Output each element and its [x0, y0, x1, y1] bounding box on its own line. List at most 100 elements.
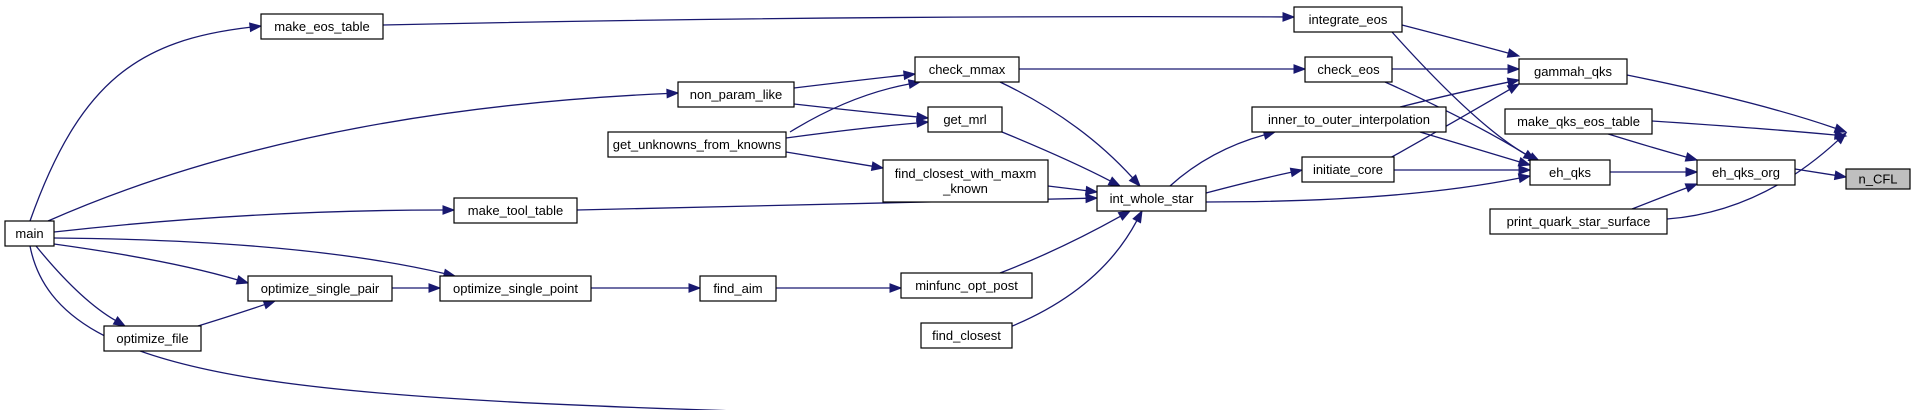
- node-label: optimize_file: [116, 331, 188, 346]
- edge-check_mmax-to-int_whole_star: [999, 81, 1141, 188]
- node-check-eos[interactable]: check_eos: [1304, 56, 1393, 83]
- arrowhead-icon: [1834, 132, 1848, 145]
- node-box: [1096, 185, 1207, 212]
- node-label: non_param_like: [690, 87, 783, 102]
- arrowhead-icon: [1107, 176, 1122, 187]
- node-optimize-single-pair[interactable]: optimize_single_pair: [247, 275, 393, 302]
- node-label: integrate_eos: [1309, 12, 1388, 27]
- edge-line: [53, 243, 238, 281]
- edge-line: [1001, 131, 1111, 182]
- edge-inner_to_outer_interpolation-to-eh_qks: [1419, 131, 1532, 167]
- edge-line: [999, 81, 1134, 179]
- edge-make_qks_eos_table-to-n_CFL: [1651, 120, 1848, 140]
- node-optimize-single-point[interactable]: optimize_single_point: [439, 275, 592, 302]
- edge-initiate_core-to-eh_qks: [1394, 165, 1532, 175]
- node-box: [1529, 159, 1611, 186]
- edge-line: [1626, 74, 1836, 129]
- node-box: [914, 56, 1020, 83]
- node-label: _known: [942, 181, 988, 196]
- edge-optimize_single_pair-to-optimize_single_point: [392, 283, 442, 293]
- node-box: [1518, 58, 1628, 85]
- arrowhead-icon: [1506, 77, 1521, 88]
- arrowhead-icon: [1128, 174, 1141, 188]
- edge-line: [1666, 139, 1839, 220]
- edge-eh_qks_org-to-n_CFL: [1794, 168, 1848, 181]
- node-label: eh_qks_org: [1712, 165, 1780, 180]
- node-get-mrl[interactable]: get_mrl: [927, 106, 1003, 133]
- node-eh-qks[interactable]: eh_qks: [1529, 159, 1611, 186]
- arrowhead-icon: [1833, 123, 1848, 133]
- node-find-aim[interactable]: find_aim: [699, 275, 777, 302]
- arrowhead-icon: [428, 283, 442, 293]
- node-optimize-file[interactable]: optimize_file: [103, 325, 202, 352]
- arrowhead-icon: [1117, 210, 1132, 221]
- edge-main-to-make_tool_table: [53, 205, 456, 233]
- arrowhead-icon: [1506, 83, 1521, 95]
- node-int-whole-star[interactable]: int_whole_star: [1096, 185, 1207, 212]
- arrowhead-icon: [1132, 209, 1143, 224]
- arrowhead-icon: [1685, 167, 1699, 177]
- node-initiate-core[interactable]: initiate_core: [1301, 156, 1395, 183]
- node-label: inner_to_outer_interpolation: [1268, 112, 1430, 127]
- arrowhead-icon: [916, 112, 930, 122]
- node-gammah-qks[interactable]: gammah_qks: [1518, 58, 1628, 85]
- node-inner-to-outer-interpolation[interactable]: inner_to_outer_interpolation: [1251, 106, 1447, 133]
- node-make-qks-eos-table[interactable]: make_qks_eos_table: [1504, 108, 1653, 135]
- node-label: optimize_single_pair: [261, 281, 380, 296]
- node-box: [677, 81, 795, 108]
- edge-eh_qks-to-eh_qks_org: [1610, 167, 1699, 177]
- node-non-param-like[interactable]: non_param_like: [677, 81, 795, 108]
- node-print-quark-star-surface[interactable]: print_quark_star_surface: [1489, 208, 1668, 235]
- edge-gammah_qks-to-n_CFL: [1626, 74, 1848, 133]
- node-label: int_whole_star: [1110, 191, 1194, 206]
- edge-check_mmax-to-check_eos: [1019, 64, 1307, 74]
- node-label: gammah_qks: [1534, 64, 1613, 79]
- edge-line: [1047, 185, 1087, 192]
- node-box: [1504, 108, 1653, 135]
- arrowhead-icon: [870, 161, 885, 171]
- node-get-unknowns-from-knowns[interactable]: get_unknowns_from_knowns: [607, 131, 787, 158]
- node-label: get_mrl: [943, 112, 986, 127]
- arrowhead-icon: [1518, 165, 1532, 175]
- node-box: [900, 272, 1033, 299]
- edge-int_whole_star-to-eh_qks: [1205, 173, 1532, 203]
- edge-line: [1169, 134, 1265, 187]
- edge-find_closest_with_maxm_known-to-int_whole_star: [1047, 185, 1099, 196]
- edge-main-to-int_whole_star: [29, 245, 727, 410]
- edge-get_unknowns_from_knowns-to-get_mrl: [785, 118, 930, 139]
- node-check-mmax[interactable]: check_mmax: [914, 56, 1020, 83]
- node-label: eh_qks: [1549, 165, 1591, 180]
- arrowhead-icon: [1833, 170, 1848, 181]
- edge-main-to-optimize_single_point: [53, 237, 457, 279]
- arrowhead-icon: [262, 300, 277, 310]
- node-label: check_eos: [1317, 62, 1380, 77]
- edge-int_whole_star-to-inner_to_outer_interpolation: [1169, 130, 1277, 187]
- node-integrate-eos[interactable]: integrate_eos: [1293, 6, 1403, 33]
- node-find-closest[interactable]: find_closest: [920, 322, 1013, 349]
- edge-main-to-optimize_file: [35, 245, 127, 327]
- edge-print_quark_star_surface-to-n_CFL: [1666, 132, 1848, 220]
- node-make-eos-table[interactable]: make_eos_table: [260, 13, 384, 40]
- edge-find_aim-to-minfunc_opt_post: [776, 283, 903, 293]
- node-box: [1696, 159, 1796, 186]
- node-box: [453, 197, 578, 224]
- edge-line: [197, 303, 265, 327]
- node-minfunc-opt-post[interactable]: minfunc_opt_post: [900, 272, 1033, 299]
- node-box: [247, 275, 393, 302]
- node-label: minfunc_opt_post: [915, 278, 1018, 293]
- arrowhead-icon: [1084, 185, 1099, 196]
- edge-get_unknowns_from_knowns-to-find_closest_with_maxm_known: [785, 151, 885, 171]
- node-main[interactable]: main: [4, 220, 55, 247]
- edge-integrate_eos-to-eh_qks: [1391, 31, 1542, 163]
- arrowhead-icon: [916, 118, 930, 128]
- edge-check_eos-to-gammah_qks: [1392, 64, 1521, 74]
- node-make-tool-table[interactable]: make_tool_table: [453, 197, 578, 224]
- node-eh-qks-org[interactable]: eh_qks_org: [1696, 159, 1796, 186]
- node-box: [607, 131, 787, 158]
- arrowhead-icon: [1293, 64, 1307, 74]
- node-n-CFL[interactable]: n_CFL: [1845, 168, 1911, 190]
- edge-line: [1205, 177, 1520, 203]
- edge-line: [29, 26, 251, 222]
- node-find-closest-with-maxm-known[interactable]: find_closest_with_maxm_known: [882, 159, 1049, 203]
